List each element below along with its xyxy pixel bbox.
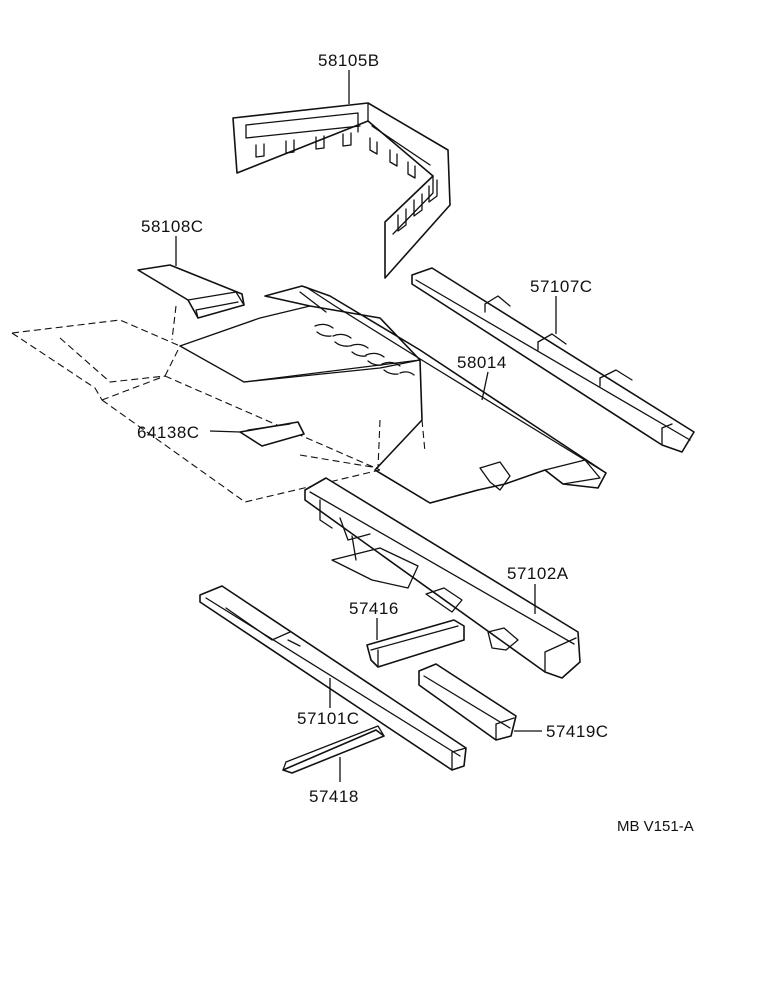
part-57416-reinforcement[interactable] bbox=[366, 619, 465, 668]
diagram-reference-code: MB V151-A bbox=[617, 818, 694, 835]
part-58105b-bracket[interactable] bbox=[232, 102, 451, 279]
label-58108c: 58108C bbox=[141, 217, 204, 236]
part-57107c-side-rail[interactable] bbox=[411, 267, 695, 453]
phantom-floor-outline bbox=[11, 305, 426, 503]
label-57416: 57416 bbox=[349, 599, 399, 618]
part-58108c-gusset[interactable] bbox=[137, 264, 245, 319]
label-58105b: 58105B bbox=[318, 51, 380, 70]
label-57102a: 57102A bbox=[507, 564, 569, 583]
part-58014-floor-pan[interactable] bbox=[179, 285, 607, 504]
part-57418-strip[interactable] bbox=[282, 725, 385, 774]
part-64138c-patch[interactable] bbox=[239, 421, 305, 447]
label-57107c: 57107C bbox=[530, 277, 593, 296]
part-57101c-side-member[interactable] bbox=[199, 585, 467, 771]
label-58014: 58014 bbox=[457, 353, 507, 372]
label-57101c: 57101C bbox=[297, 709, 360, 728]
label-57418: 57418 bbox=[309, 787, 359, 806]
label-64138c: 64138C bbox=[137, 423, 200, 442]
part-57102a-center-member[interactable] bbox=[304, 477, 581, 679]
part-57419c-channel[interactable] bbox=[418, 663, 517, 741]
label-57419c: 57419C bbox=[546, 722, 609, 741]
